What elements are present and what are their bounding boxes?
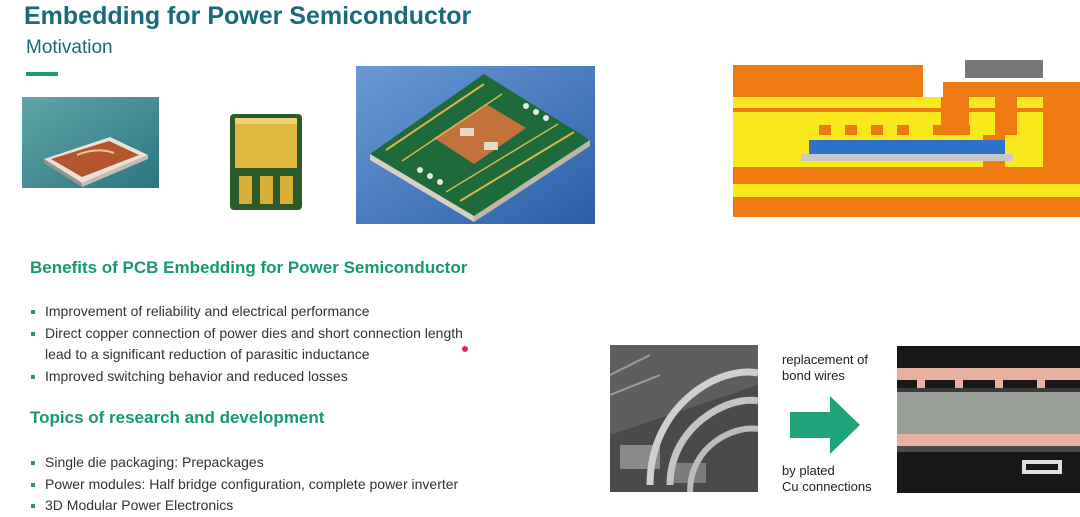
list-item: Improved switching behavior and reduced …	[30, 366, 463, 388]
list-item: Improvement of reliability and electrica…	[30, 301, 463, 323]
embedding-cross-section-diagram	[733, 60, 1080, 217]
caption-line: Cu connections	[782, 479, 872, 494]
bond-wires-photo	[610, 345, 758, 492]
prepackage-photo	[22, 97, 159, 188]
list-item: Direct copper connection of power dies a…	[30, 323, 463, 345]
list-item: Power modules: Half bridge configuration…	[30, 474, 458, 496]
title-accent-bar	[26, 72, 58, 76]
topics-heading: Topics of research and development	[30, 408, 325, 427]
power-module-photo	[356, 66, 595, 224]
bottom-caption: by plated Cu connections	[782, 463, 872, 495]
caption-line: replacement of	[782, 352, 868, 367]
single-die-package-photo	[230, 114, 302, 210]
topics-list: Single die packaging: Prepackages Power …	[30, 452, 458, 517]
list-item: lead to a significant reduction of paras…	[45, 346, 370, 362]
top-caption: replacement of bond wires	[782, 352, 868, 384]
benefits-heading: Benefits of PCB Embedding for Power Semi…	[30, 258, 468, 277]
list-item: 3D Modular Power Electronics	[30, 495, 458, 517]
slide-subtitle: Motivation	[26, 37, 113, 58]
plated-cu-micrograph	[897, 346, 1080, 493]
pointer-dot	[462, 346, 468, 352]
slide-title: Embedding for Power Semiconductor	[24, 2, 472, 30]
caption-line: bond wires	[782, 368, 845, 383]
benefits-list: Improvement of reliability and electrica…	[30, 301, 463, 387]
caption-line: by plated	[782, 463, 835, 478]
list-item: Single die packaging: Prepackages	[30, 452, 458, 474]
right-arrow-icon	[790, 396, 860, 454]
